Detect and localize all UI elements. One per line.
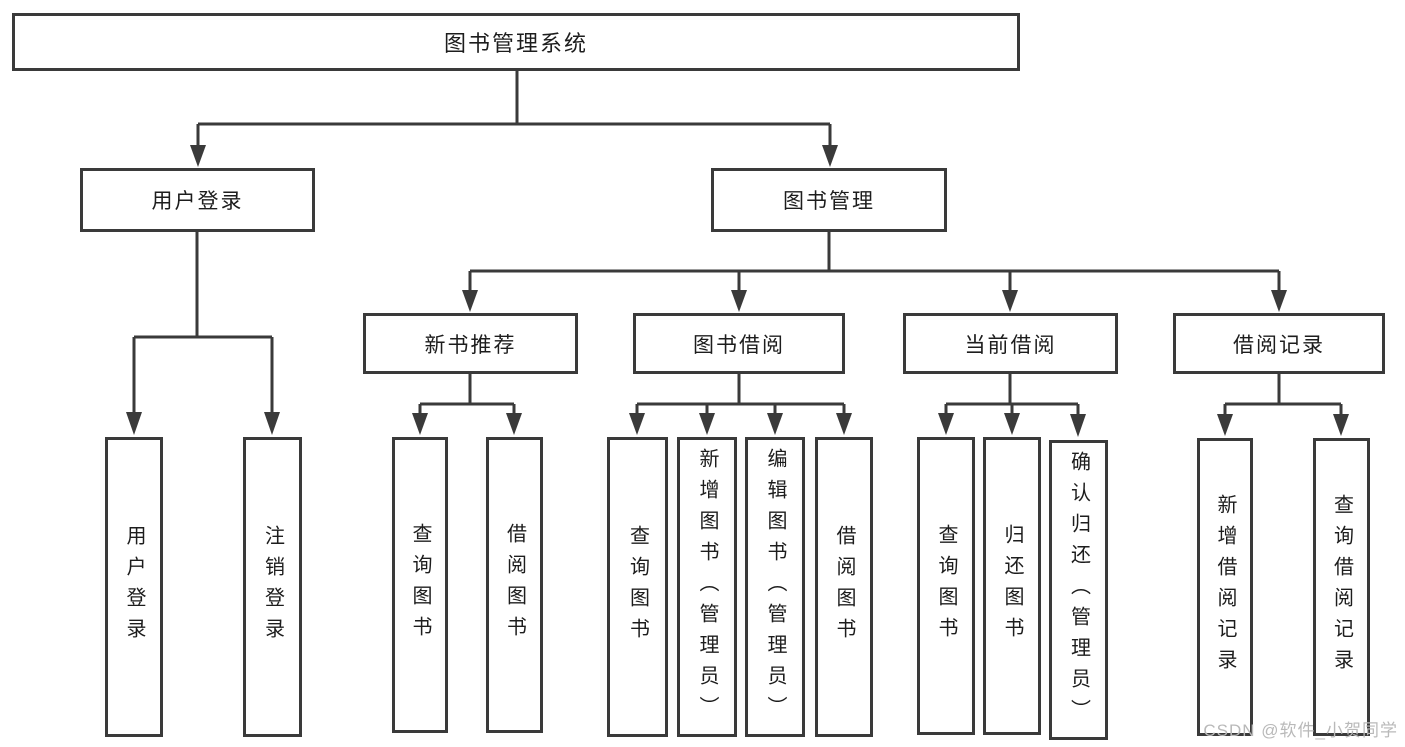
leaf-label: 借阅图书 — [503, 523, 526, 647]
leaf-label: 查询图书 — [409, 523, 431, 647]
node-label: 图书管理 — [783, 190, 875, 213]
arrowhead-icon — [190, 145, 206, 167]
leaf-label: 归还图书 — [1001, 524, 1023, 648]
connector-root-to-level2 — [190, 71, 838, 167]
connector-current-borrow-to-leaves — [938, 374, 1086, 437]
arrowhead-icon — [1004, 413, 1020, 435]
node-borrowing-records: 借阅记录 — [1173, 313, 1385, 374]
connector-book-mgmt-to-level3 — [462, 232, 1287, 312]
node-label: 当前借阅 — [964, 333, 1057, 357]
leaf-label: 编辑图书（管理员） — [764, 447, 786, 727]
arrowhead-icon — [412, 413, 428, 435]
connector-borrow-records-to-leaves — [1217, 374, 1349, 436]
arrowhead-icon — [938, 413, 954, 435]
leaf-label: 查询借阅记录 — [1330, 494, 1353, 680]
leaf-query-borrow-record: 查询借阅记录 — [1313, 438, 1370, 736]
node-current-borrowing: 当前借阅 — [903, 313, 1118, 374]
leaf-edit-books-admin: 编辑图书（管理员） — [745, 437, 805, 737]
arrowhead-icon — [767, 413, 783, 435]
leaf-label: 新增借阅记录 — [1214, 494, 1236, 680]
arrowhead-icon — [1271, 290, 1287, 312]
arrowhead-icon — [1070, 414, 1086, 437]
arrowhead-icon — [822, 145, 838, 167]
leaf-label: 查询图书 — [935, 524, 957, 648]
node-book-management-branch: 图书管理 — [711, 168, 947, 232]
arrowhead-icon — [1002, 290, 1018, 312]
node-label: 新书推荐 — [424, 333, 517, 357]
arrowhead-icon — [629, 413, 645, 435]
leaf-label: 新增图书（管理员） — [696, 447, 718, 727]
arrowhead-icon — [1333, 414, 1349, 436]
leaf-label: 查询图书 — [626, 525, 649, 649]
node-new-book-recommendation: 新书推荐 — [363, 313, 578, 374]
leaf-query-books-new-book: 查询图书 — [392, 437, 448, 733]
leaf-query-books-current: 查询图书 — [917, 437, 975, 735]
leaf-label: 注销登录 — [261, 525, 284, 649]
node-label: 用户登录 — [151, 190, 244, 213]
leaf-logout: 注销登录 — [243, 437, 302, 737]
leaf-borrow-books-borrowing: 借阅图书 — [815, 437, 873, 737]
leaf-label: 借阅图书 — [833, 525, 855, 649]
leaf-confirm-return-admin: 确认归还（管理员） — [1049, 440, 1108, 740]
node-label: 图书借阅 — [693, 333, 785, 357]
connector-user-login-to-leaves — [126, 232, 280, 435]
arrowhead-icon — [699, 413, 715, 435]
node-label: 借阅记录 — [1233, 333, 1325, 357]
arrowhead-icon — [731, 290, 747, 312]
leaf-label: 用户登录 — [123, 525, 145, 649]
leaf-add-borrow-record: 新增借阅记录 — [1197, 438, 1253, 736]
leaf-label: 确认归还（管理员） — [1067, 450, 1090, 730]
connector-book-borrow-to-leaves — [629, 374, 852, 435]
leaf-user-login: 用户登录 — [105, 437, 163, 737]
csdn-watermark: CSDN @软件_小贺同学 — [1203, 721, 1398, 740]
leaf-query-books-borrowing: 查询图书 — [607, 437, 668, 737]
connector-new-book-to-leaves — [412, 374, 522, 435]
arrowhead-icon — [506, 413, 522, 435]
leaf-return-books: 归还图书 — [983, 437, 1041, 735]
leaf-borrow-books-new-book: 借阅图书 — [486, 437, 543, 733]
node-book-borrowing: 图书借阅 — [633, 313, 845, 374]
node-user-login-branch: 用户登录 — [80, 168, 315, 232]
arrowhead-icon — [264, 412, 280, 435]
arrowhead-icon — [836, 413, 852, 435]
arrowhead-icon — [1217, 414, 1233, 436]
node-label: 图书管理系统 — [443, 31, 588, 56]
arrowhead-icon — [462, 290, 478, 312]
arrowhead-icon — [126, 412, 142, 435]
node-library-management-system: 图书管理系统 — [12, 13, 1020, 71]
leaf-add-books-admin: 新增图书（管理员） — [677, 437, 737, 737]
